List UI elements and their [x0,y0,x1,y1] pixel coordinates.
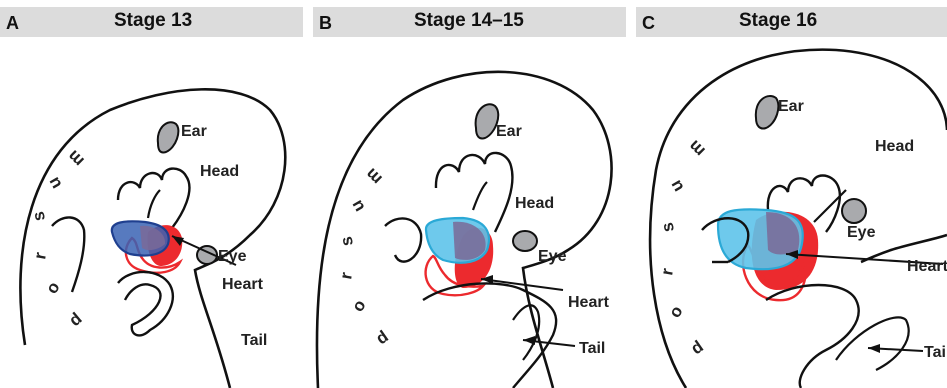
dorsum-letter-d: d [372,327,391,349]
dorsum-letter-o: o [348,297,370,315]
heart-label: Heart [568,294,610,311]
dorsum-letter-s: s [658,221,678,234]
panel-a: A Stage 13 d o r s u m Ear Head Eye [0,0,303,388]
neural-loop [385,218,421,261]
neural-loop [52,217,84,292]
ear-organ [476,104,499,138]
ear-organ [158,122,179,152]
dorsum-letter-r: r [336,271,356,281]
panel-b-embryo: d o r s u m Ear Head Eye Heart Tail [313,0,626,388]
head-label: Head [875,138,914,155]
eye-label: Eye [538,248,567,265]
tail-structure [118,272,173,335]
head-label: Head [200,163,239,180]
dorsum-letter-m: m [362,164,386,188]
dorsum-letter-r: r [30,251,50,261]
head-label: Head [515,195,554,212]
panel-c-embryo: d o r s u m Ear Head Eye Heart Tail [636,0,947,388]
ear-organ [756,96,779,128]
tail-label: Tail [241,332,267,349]
dorsum-letter-o: o [42,279,64,297]
dorsum-letter-m: m [685,136,709,160]
dorsum-letter-u: u [347,197,369,215]
dorsum-letter-r: r [657,267,677,277]
eye-label: Eye [847,224,876,241]
dorsum-letter-u: u [44,174,66,192]
panel-c: C Stage 16 d o r s u m Ear Head Eye Hear… [636,0,947,388]
dorsum-letter-u: u [666,177,688,195]
ear-label: Ear [778,98,804,115]
ear-label: Ear [496,123,522,140]
eye-label: Eye [218,248,247,265]
heart-label: Heart [907,258,947,275]
panel-b: B Stage 14–15 d o r s u m Ear Head Eye H… [313,0,626,388]
panel-a-embryo: d o r s u m Ear Head Eye Heart Tail [0,0,303,388]
eye-organ [842,199,866,223]
tail-label: Tail [924,344,947,361]
dorsum-letter-d: d [687,337,706,359]
eye-organ [513,231,537,251]
heart-label: Heart [222,276,264,293]
dorsum-letter-m: m [64,146,88,170]
dorsum-letter-d: d [65,309,85,330]
dorsum-letter-o: o [665,303,687,321]
tail-label: Tail [579,340,605,357]
ear-label: Ear [181,123,207,140]
dorsum-letter-s: s [337,235,357,248]
